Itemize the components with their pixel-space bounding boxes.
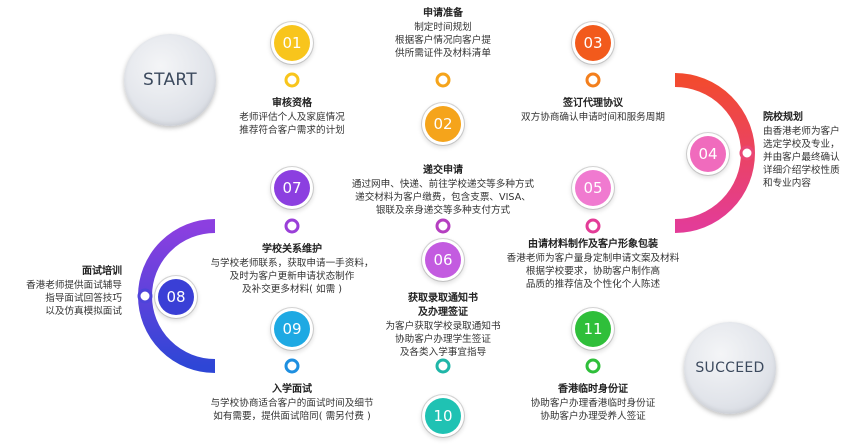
- step-badge-02: 02: [425, 106, 461, 142]
- step-text-07: 学校关系维护 与学校老师联系，获取申请一手资料， 及时为客户更新申请状态制作 及…: [210, 244, 374, 295]
- node-dot-05: [585, 218, 601, 234]
- step-badge-09: 09: [274, 311, 310, 347]
- step-badge-06: 06: [425, 242, 461, 278]
- node-dot-08: [137, 288, 153, 304]
- step-badge-05: 05: [575, 170, 611, 206]
- node-dot-10: [435, 358, 451, 374]
- node-dot-03: [585, 72, 601, 88]
- node-dot-04: [739, 145, 755, 161]
- start-label: START: [143, 70, 197, 90]
- end-circle: SUCCEED: [684, 322, 776, 414]
- step-text-10: 获取录取通知书 及办理签证 为客户获取学校录取通知书 协助客户办理学生签证 及各…: [385, 293, 501, 358]
- start-circle: START: [124, 34, 216, 126]
- node-dot-06: [435, 218, 451, 234]
- step-text-08: 面试培训 香港老师提供面试辅导 指导面试回答技巧 以及仿真模拟面试: [26, 266, 122, 317]
- step-badge-01: 01: [274, 25, 310, 61]
- step-badge-04: 04: [690, 136, 726, 172]
- step-text-05: 由请材料制作及客户形象包装 香港老师为客户量身定制申请文案及材料 根据学校要求，…: [506, 239, 680, 290]
- step-badge-03: 03: [575, 25, 611, 61]
- step-text-11: 香港临时身份证 协助客户办理香港临时身份证 协助客户办理受养人签证: [530, 384, 656, 422]
- step-badge-11: 11: [575, 311, 611, 347]
- step-badge-10: 10: [425, 398, 461, 434]
- step-text-06: 递交申请 通过网申、快递、前往学校递交等多种方式 递交材料为客户缴费，包含支票、…: [351, 165, 535, 216]
- end-label: SUCCEED: [695, 360, 765, 376]
- node-dot-02: [435, 72, 451, 88]
- node-dot-11: [585, 358, 601, 374]
- step-text-04: 院校规划 由香港老师为客户 选定学校及专业， 并由客户最终确认 详细介绍学校性质…: [763, 112, 840, 189]
- step-text-01: 审核资格 老师评估个人及家庭情况 推荐符合客户需求的计划: [239, 98, 345, 136]
- node-dot-07: [284, 218, 300, 234]
- step-badge-08: 08: [158, 279, 194, 315]
- step-text-09: 入学面试 与学校协商适合客户的面试时间及细节 如有需要，提供面试陪同( 需另付费…: [210, 384, 374, 422]
- step-badge-07: 07: [274, 170, 310, 206]
- step-text-02: 申请准备 制定时间规划 根据客户情况向客户提 供所需证件及材料清单: [395, 8, 491, 59]
- node-dot-09: [284, 358, 300, 374]
- node-dot-01: [284, 72, 300, 88]
- step-text-03: 签订代理协议 双方协商确认申请时间和服务周期: [521, 98, 665, 123]
